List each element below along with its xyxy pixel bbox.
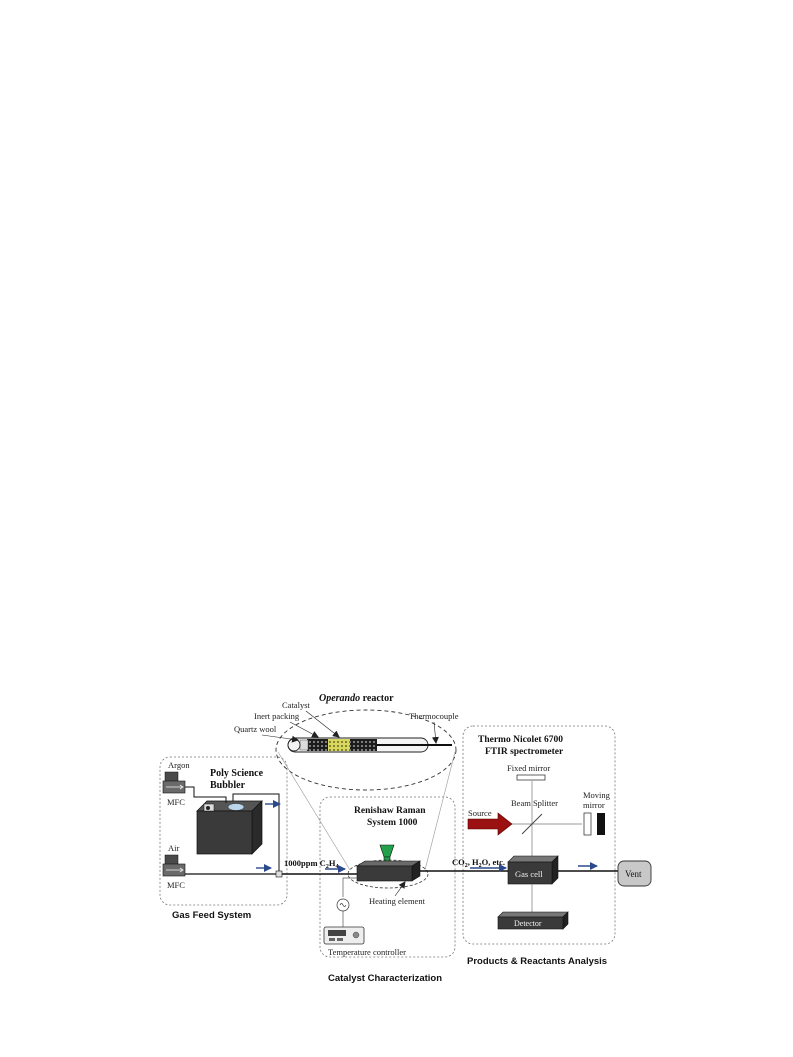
label-thermocouple: Thermocouple (409, 711, 459, 721)
bubbler (196, 800, 263, 855)
beam-splitter (521, 813, 543, 835)
pointer-quartz-wool (261, 734, 299, 743)
reactor-zoom-ellipse (275, 709, 457, 791)
zoom-line-right (424, 751, 456, 871)
label-quartz-wool: Quartz wool (234, 724, 277, 734)
ftir-title-line2: FTIR spectrometer (485, 747, 564, 757)
mfc-argon (162, 771, 186, 794)
label-heating-element: Heating element (369, 896, 426, 906)
label-fixed-mirror: Fixed mirror (507, 763, 550, 773)
gas-feed-title: Gas Feed System (172, 910, 251, 921)
mfc-air (162, 854, 186, 877)
gas-feed-section-box (159, 756, 288, 906)
label-temperature-controller: Temperature controller (328, 947, 406, 957)
label-vent: Vent (625, 869, 642, 879)
quartz-wool (299, 739, 309, 751)
zoom-line-left (277, 751, 351, 871)
products-analysis-section-box (462, 725, 616, 945)
catalyst-bed (328, 739, 350, 751)
moving-mirror-front (583, 812, 592, 836)
vent-box (617, 860, 652, 887)
reactor-title: Operando reactor (319, 693, 394, 704)
label-bubbler-line2: Bubbler (210, 780, 246, 791)
label-moving-mirror-line2: mirror (583, 800, 605, 810)
label-catalyst: Catalyst (282, 700, 310, 710)
label-mfc-top: MFC (167, 797, 185, 807)
moving-mirror-back (597, 813, 605, 835)
label-argon: Argon (168, 760, 190, 770)
heating-zoom-ellipse (347, 859, 429, 889)
ftir-title-line1: Thermo Nicolet 6700 (478, 735, 563, 745)
products-analysis-title: Products & Reactants Analysis (467, 956, 607, 967)
raman-title-line2: System 1000 (367, 818, 418, 828)
pointer-inert-packing (289, 721, 319, 738)
fixed-mirror (516, 774, 546, 781)
thermo-wire (342, 877, 357, 897)
pointer-heating-element (394, 881, 406, 897)
raman-title-line1: Renishaw Raman (354, 806, 426, 816)
label-mfc-bottom: MFC (167, 880, 185, 890)
temperature-controller (323, 926, 365, 945)
label-feed-gas: 1000ppm C2H4 (284, 858, 338, 870)
label-source: Source (468, 808, 492, 818)
label-beam-splitter: Beam Splitter (511, 798, 558, 808)
catalyst-characterization-section-box (319, 796, 456, 958)
pointer-catalyst (305, 710, 340, 738)
detector (497, 911, 569, 930)
catalyst-characterization-title: Catalyst Characterization (328, 973, 442, 984)
label-air: Air (168, 843, 180, 853)
bubbler-outlet-line (232, 793, 280, 872)
label-gas-cell: Gas cell (515, 869, 543, 879)
label-inert-packing: Inert packing (254, 711, 300, 721)
argon-line (185, 786, 227, 803)
heating-element (355, 860, 422, 882)
wave-icon (339, 903, 347, 907)
label-products: CO2, H2O, etc. (452, 857, 505, 869)
label-detector: Detector (514, 919, 542, 928)
pointer-thermocouple (431, 721, 439, 744)
label-bubbler-line1: Poly Science (210, 768, 264, 779)
label-moving-mirror-line1: Moving (583, 790, 611, 800)
source-arrow (467, 812, 513, 836)
tee-junction (275, 870, 283, 878)
gas-cell (507, 855, 559, 885)
